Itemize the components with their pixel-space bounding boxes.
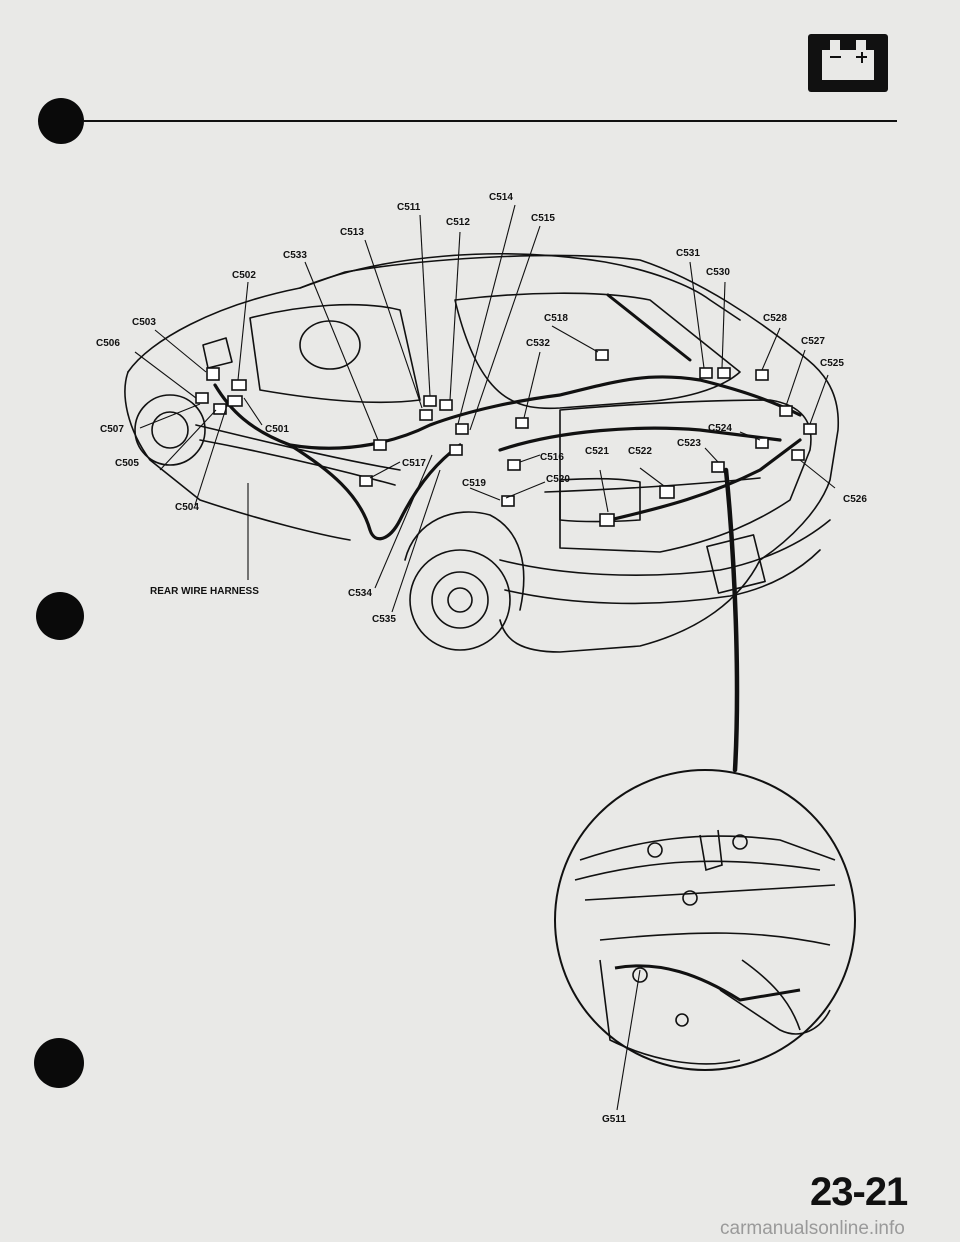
connector-label: C525 — [820, 358, 844, 369]
connector-label: C528 — [763, 313, 787, 324]
connector-label: C504 — [175, 502, 199, 513]
rear-wiper — [606, 293, 692, 362]
connector-label: C517 — [402, 458, 426, 469]
ground-detail-inset — [554, 769, 856, 1071]
rear-wheel — [409, 549, 511, 651]
connector-label: C513 — [340, 227, 364, 238]
leader-lines — [134, 204, 836, 1111]
connector-label: C519 — [462, 478, 486, 489]
side-mirror — [202, 337, 233, 369]
harness-label: REAR WIRE HARNESS — [150, 586, 259, 597]
connector-label: C503 — [132, 317, 156, 328]
connector-label: C534 — [348, 588, 372, 599]
connector-label: C535 — [372, 614, 396, 625]
rear-bumper — [499, 519, 831, 576]
connector-label: C502 — [232, 270, 256, 281]
battery-icon — [808, 34, 888, 92]
connector-label: C511 — [397, 202, 421, 213]
binder-hole — [38, 98, 84, 144]
connector-label: C518 — [544, 313, 568, 324]
connector-label: C533 — [283, 250, 307, 261]
binder-hole — [36, 592, 84, 640]
connector-markers — [195, 349, 817, 527]
connector-label: C524 — [708, 423, 732, 434]
connector-label: C522 — [628, 446, 652, 457]
front-wheel — [134, 394, 206, 466]
connector-label: C527 — [801, 336, 825, 347]
rear-wheel-arch — [404, 511, 525, 611]
connector-label: C532 — [526, 338, 550, 349]
connector-label: C516 — [540, 452, 564, 463]
section-page-number: 23-21 — [810, 1170, 908, 1214]
connector-label: C512 — [446, 217, 470, 228]
connector-label: C531 — [676, 248, 700, 259]
tail-light — [559, 477, 641, 523]
binder-hole — [34, 1038, 84, 1088]
connector-label: C501 — [265, 424, 289, 435]
connector-label: C521 — [585, 446, 609, 457]
connector-label: C526 — [843, 494, 867, 505]
side-window — [249, 303, 421, 404]
rear-window — [299, 253, 741, 321]
ground-label: G511 — [602, 1114, 626, 1125]
connector-label: C520 — [546, 474, 570, 485]
connector-label: C506 — [96, 338, 120, 349]
harness-trunk — [213, 375, 802, 773]
connector-label: C514 — [489, 192, 513, 203]
connector-label: C523 — [677, 438, 701, 449]
header-rule — [84, 120, 897, 122]
steering-wheel — [299, 320, 361, 370]
connector-label: C530 — [706, 267, 730, 278]
rear-hatch — [559, 399, 812, 553]
connector-label: C507 — [100, 424, 124, 435]
watermark-text: carmanualsonline.info — [720, 1218, 905, 1239]
connector-label: C505 — [115, 458, 139, 469]
connector-label: C515 — [531, 213, 555, 224]
